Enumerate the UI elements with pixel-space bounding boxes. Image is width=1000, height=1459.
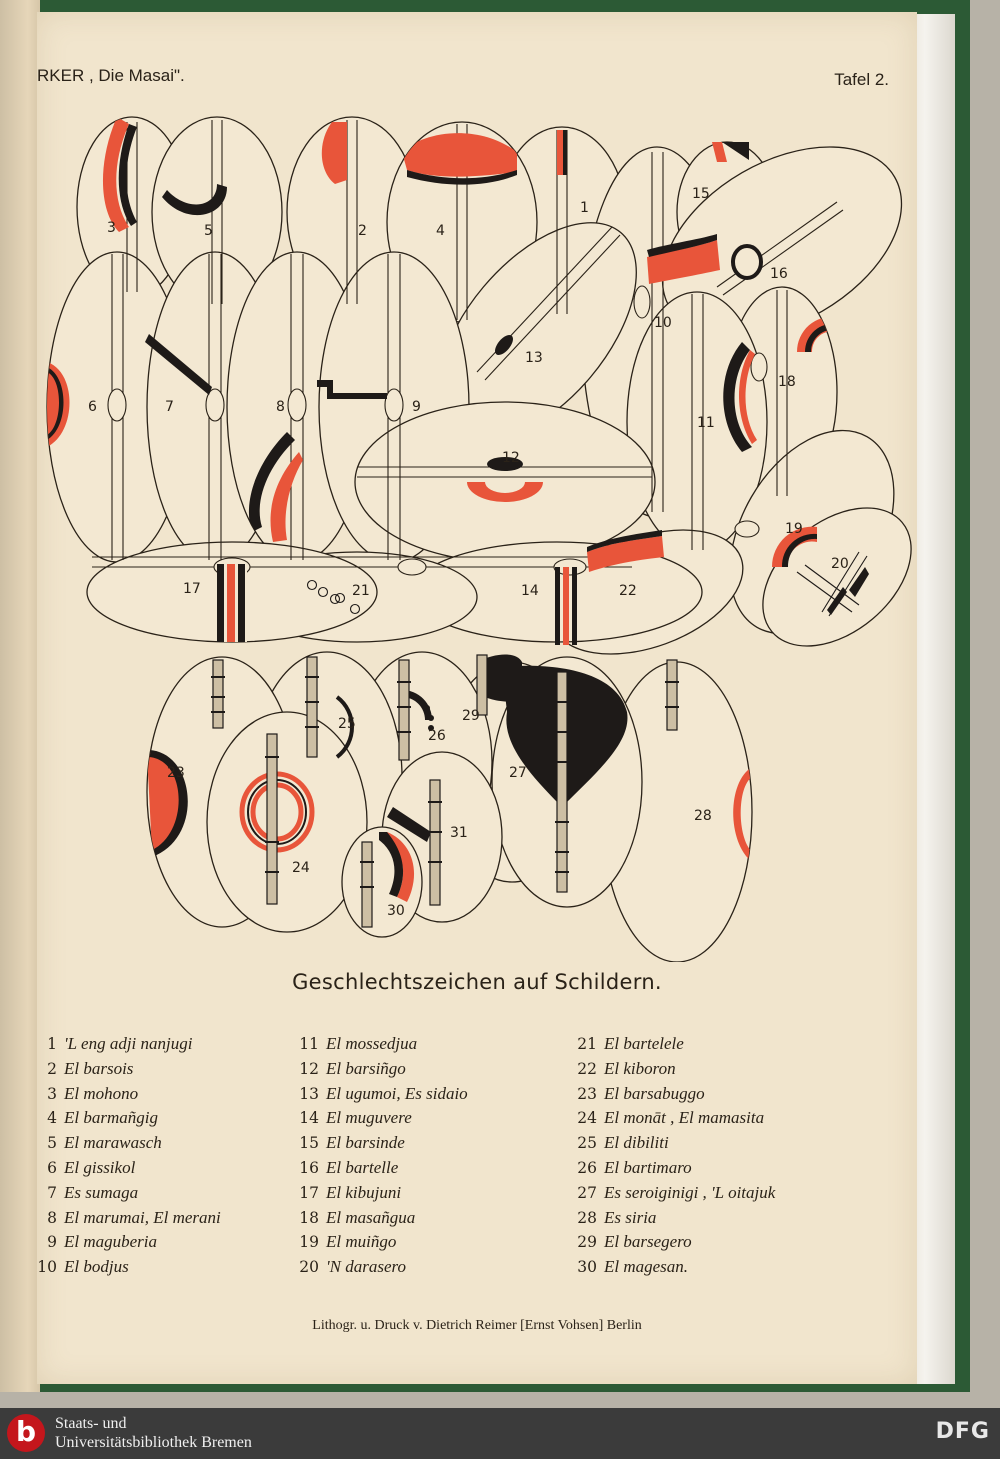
figure-number-17: 17 [183, 581, 201, 597]
library-name-line1: Staats- und [55, 1415, 127, 1432]
figure-number-8: 8 [276, 399, 285, 415]
figure-number-9: 9 [412, 399, 421, 415]
figure-number-16: 16 [770, 266, 788, 282]
legend-item: 20'N darasero [299, 1257, 406, 1277]
library-name-link[interactable]: Staats- und Universitätsbibliothek Breme… [55, 1414, 252, 1452]
plate-page: RKER , Die Masai". Tafel 2. [37, 12, 917, 1384]
figure-number-12: 12 [502, 450, 520, 466]
figure-number-19: 19 [785, 521, 803, 537]
figure-number-22: 22 [619, 583, 637, 599]
figure-number-27: 27 [509, 765, 527, 781]
plate-number: Tafel 2. [834, 70, 889, 89]
figure-number-5: 5 [204, 223, 213, 239]
figure-number-2: 2 [358, 223, 367, 239]
library-name-line2: Universitätsbibliothek Bremen [55, 1434, 252, 1451]
figure-number-1: 1 [580, 200, 589, 216]
figure-number-30: 30 [387, 903, 405, 919]
library-logo-icon[interactable]: b [7, 1414, 45, 1452]
figure-number-20: 20 [831, 556, 849, 572]
dfg-logo-icon[interactable]: DFG [935, 1419, 990, 1444]
figure-number-7: 7 [165, 399, 174, 415]
figure-number-6: 6 [88, 399, 97, 415]
figure-number-29: 29 [462, 708, 480, 724]
figure-number-11: 11 [697, 415, 715, 431]
footer-bar: b Staats- und Universitätsbibliothek Bre… [0, 1408, 1000, 1459]
figure-number-21: 21 [352, 583, 370, 599]
figure-number-10: 10 [654, 315, 672, 331]
previous-page-edge [0, 0, 40, 1392]
figure-number-3: 3 [107, 220, 116, 236]
figure-number-13: 13 [525, 350, 543, 366]
shield-illustration: 1 2 3 4 5 6 7 8 9 10 11 12 13 14 15 16 1… [46, 116, 912, 962]
legend-item: 1'L eng adji nanjugi [47, 1034, 193, 1053]
figure-number-24: 24 [292, 860, 310, 876]
running-header-title: RKER , Die Masai". [37, 66, 185, 85]
figure-number-14: 14 [521, 583, 539, 599]
figure-number-26: 26 [428, 728, 446, 744]
printer-imprint: Lithogr. u. Druck v. Dietrich Reimer [Er… [312, 1318, 642, 1333]
figure-number-18: 18 [778, 374, 796, 390]
figure-number-25: 25 [338, 716, 356, 732]
figure-number-4: 4 [436, 223, 445, 239]
shield-24 [206, 711, 368, 933]
figure-number-23: 23 [167, 765, 185, 781]
plate-caption: Geschlechtszeichen auf Schildern. [292, 970, 662, 994]
figure-number-15: 15 [692, 186, 710, 202]
figure-number-28: 28 [694, 808, 712, 824]
figure-number-31: 31 [450, 825, 468, 841]
